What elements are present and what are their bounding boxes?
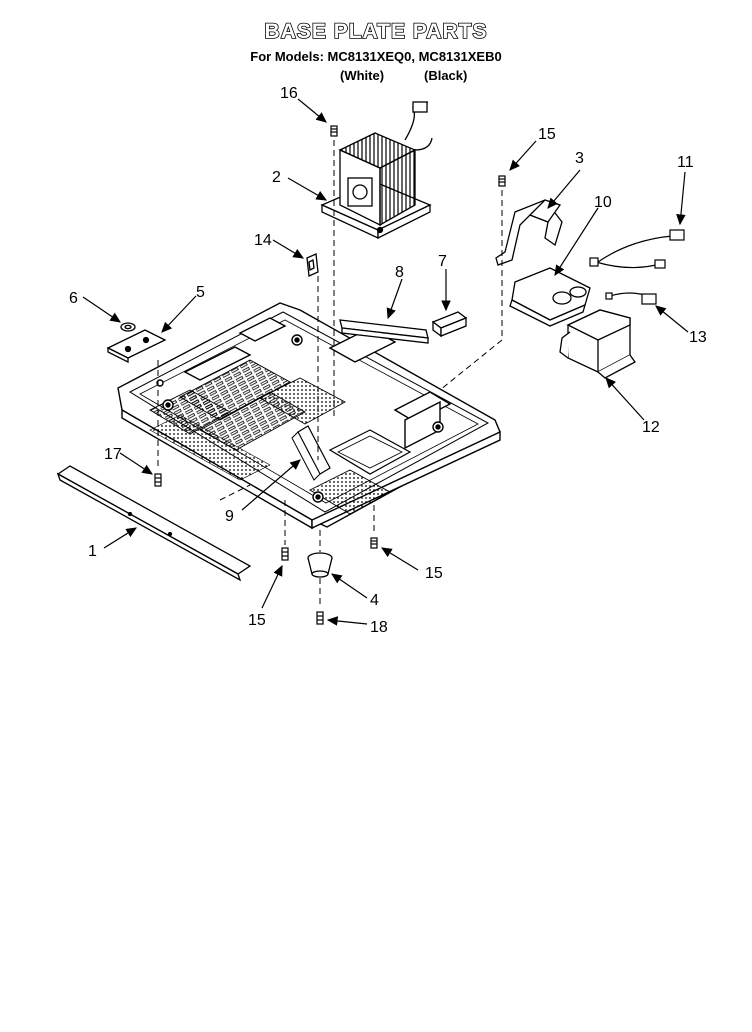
callout-17: 17 [104, 446, 122, 463]
callout-6: 6 [69, 290, 78, 307]
part-gasket-strip [339, 319, 429, 344]
callout-12: 12 [642, 419, 660, 436]
callout-5: 5 [196, 284, 205, 301]
callout-2: 2 [272, 169, 281, 186]
variant-white-label: (White) [340, 68, 385, 83]
screw-icon [316, 611, 324, 625]
part-wire-harness [589, 229, 685, 269]
part-wire-lead [605, 292, 657, 305]
screw-icon [154, 473, 162, 487]
part-capacitor-cover [559, 309, 636, 379]
base-plate [117, 302, 501, 530]
callout-15: 15 [248, 612, 266, 629]
screw-icon [498, 175, 506, 187]
callout-9: 9 [225, 508, 234, 525]
part-washer [120, 322, 136, 332]
screw-icon [281, 547, 289, 561]
models-line: For Models: MC8131XEQ0, MC8131XEB0 [250, 49, 502, 64]
callout-13: 13 [689, 329, 707, 346]
callout-7: 7 [438, 253, 447, 270]
callout-15: 15 [425, 565, 443, 582]
assembly-lines [157, 140, 503, 608]
screw-icon [370, 537, 378, 549]
callout-4: 4 [370, 592, 379, 609]
screw-icon [330, 125, 338, 137]
screw-icons [154, 125, 506, 625]
callout-14: 14 [254, 232, 272, 249]
part-clip [306, 253, 319, 277]
part-block [431, 311, 468, 338]
callout-15: 15 [538, 126, 556, 143]
diagram-title: BASE PLATE PARTS [264, 19, 488, 44]
callout-8: 8 [395, 264, 404, 281]
callout-labels: 16 2 15 3 11 10 14 8 7 6 5 13 12 17 1 9 … [69, 85, 707, 636]
callout-1: 1 [88, 543, 97, 560]
part-transformer [320, 101, 433, 240]
variant-black-label: (Black) [424, 68, 468, 83]
part-capacitor-bracket [495, 199, 563, 266]
callout-3: 3 [575, 150, 584, 167]
leader-lines [82, 98, 689, 626]
callout-18: 18 [370, 619, 388, 636]
part-front-rail [56, 465, 252, 582]
callout-10: 10 [594, 194, 612, 211]
part-capacitor [509, 267, 591, 327]
part-foot [307, 552, 333, 578]
part-cover-plate [106, 329, 167, 364]
callout-16: 16 [280, 85, 298, 102]
callout-11: 11 [677, 154, 694, 171]
